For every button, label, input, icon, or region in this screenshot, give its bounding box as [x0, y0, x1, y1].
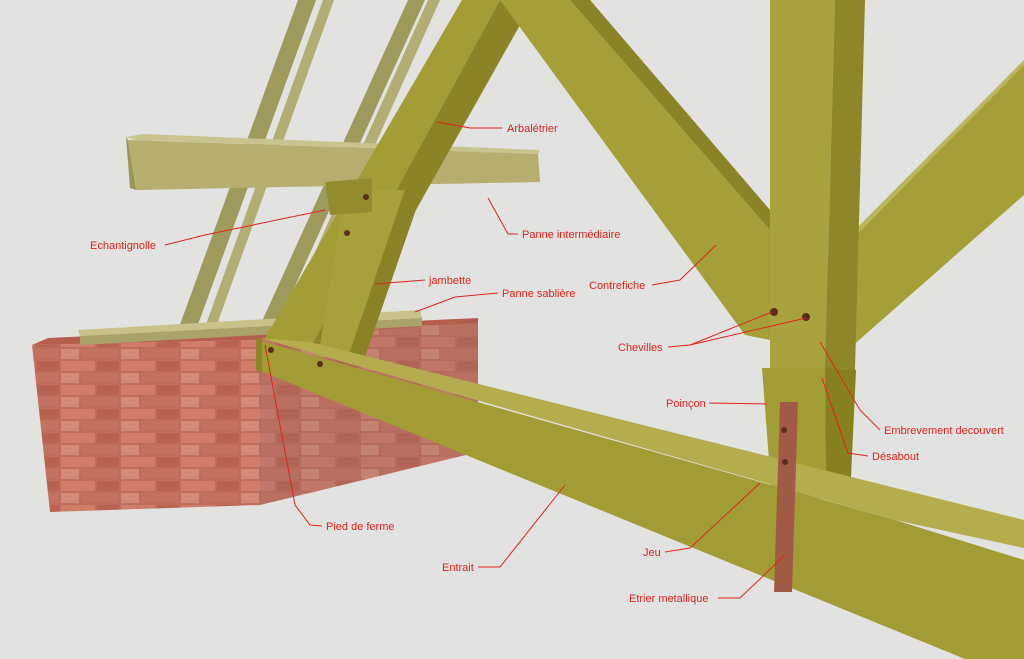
leader-panne-intermediaire [487, 197, 518, 235]
label-panne-sabliere: Panne sablière [502, 288, 575, 300]
leader-poincon [708, 402, 768, 405]
strut [318, 190, 420, 357]
peg [782, 459, 788, 465]
brace-right-side [820, 60, 1024, 270]
wall-front [32, 340, 260, 512]
label-arbaletrier: Arbalétrier [507, 123, 558, 135]
brace-left-side [570, 0, 770, 230]
principal-rafter-face [265, 0, 500, 345]
braces [500, 0, 1024, 370]
label-panne-intermediaire: Panne intermédiaire [522, 229, 620, 241]
pegs [268, 194, 810, 465]
label-jeu: Jeu [643, 547, 661, 559]
king-post-face [770, 0, 835, 372]
label-embrevement-decouvert: Embrevement decouvert [884, 425, 1004, 437]
leader-chevilles-2 [689, 317, 807, 346]
tie-beam [256, 338, 1024, 659]
label-jambette: jambette [428, 275, 471, 287]
peg [363, 194, 369, 200]
peg [770, 308, 778, 316]
leader-echantignolle [164, 209, 326, 246]
purlin-end [126, 137, 136, 190]
peg [317, 361, 323, 367]
leader-pied-de-ferme [264, 344, 323, 527]
leader-jambette [374, 279, 426, 285]
label-pied-de-ferme: Pied de ferme [326, 521, 394, 533]
leader-lines [164, 121, 881, 599]
king-post-side [825, 0, 865, 370]
label-chevilles: Chevilles [618, 342, 663, 354]
label-entrait: Entrait [442, 562, 474, 574]
label-poincon: Poinçon [666, 398, 706, 410]
peg [344, 230, 350, 236]
tie-beam-front [258, 340, 1024, 659]
brace-left-face [500, 0, 770, 340]
leader-contrefiche [651, 244, 717, 286]
peg [268, 347, 274, 353]
label-echantignolle: Echantignolle [90, 240, 156, 252]
label-contrefiche: Contrefiche [589, 280, 645, 292]
leader-arbaletrier [436, 121, 502, 129]
tie-beam-end [256, 338, 262, 372]
brace-right-face [820, 65, 1024, 370]
strut-side [348, 190, 420, 357]
leader-panne-sabliere [414, 292, 499, 313]
label-etrier-metallique: Etrier metallique [629, 593, 708, 605]
peg [781, 427, 787, 433]
leader-entrait [478, 484, 566, 568]
leader-embrevement [819, 341, 881, 431]
leader-desabout [821, 377, 869, 457]
strut-face [318, 190, 405, 357]
king-post [762, 0, 865, 500]
leader-jeu [664, 482, 761, 553]
cleat [325, 178, 372, 215]
label-desabout: Désabout [872, 451, 919, 463]
peg [802, 313, 810, 321]
king-post-foot-side [825, 368, 856, 498]
labels: Arbalétrier Panne intermédiaire Echantig… [90, 123, 1004, 605]
metal-stirrup [774, 402, 798, 592]
leader-etrier [718, 554, 786, 599]
tie-beam-top [260, 338, 1024, 548]
